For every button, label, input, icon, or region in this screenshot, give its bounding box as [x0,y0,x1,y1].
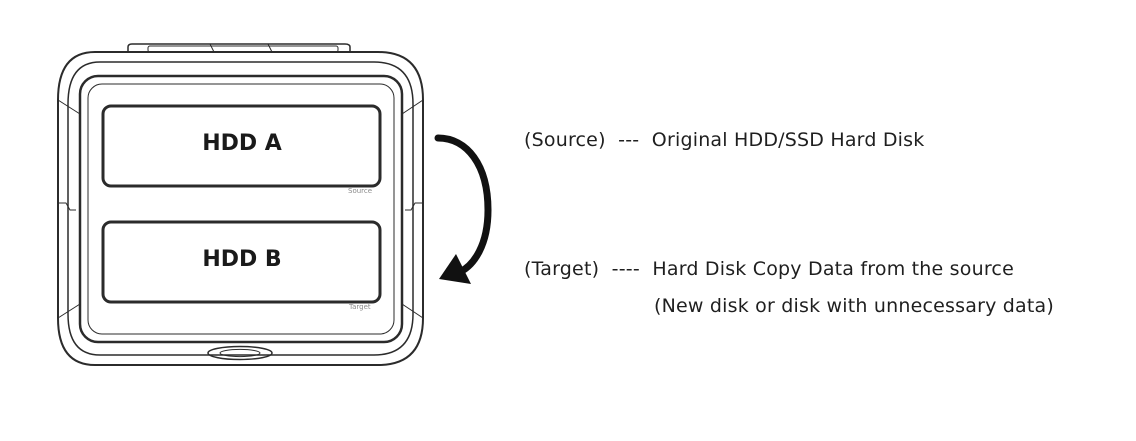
arrow-head-icon [439,254,471,284]
target-note: (New disk or disk with unnecessary data) [654,295,1054,317]
bay-hdd-a [101,104,382,188]
bay-hdd-b [101,220,382,304]
bay-b-label: HDD B [202,247,282,272]
power-button [207,345,273,361]
source-description: (Source) --- Original HDD/SSD Hard Disk [524,129,925,151]
bay-a-sublabel: Source [348,187,373,195]
bay-b-sublabel: Target [349,303,371,311]
target-description: (Target) ---- Hard Disk Copy Data from t… [524,258,1014,280]
bay-a-label: HDD A [202,131,282,156]
dock-outer-shell [57,51,424,366]
dock-inner-rim [67,61,414,356]
hdd-dock-device [57,43,424,366]
copy-direction-arrow [434,134,492,284]
dock-front-face [78,74,404,344]
dock-top-slot [127,43,351,52]
